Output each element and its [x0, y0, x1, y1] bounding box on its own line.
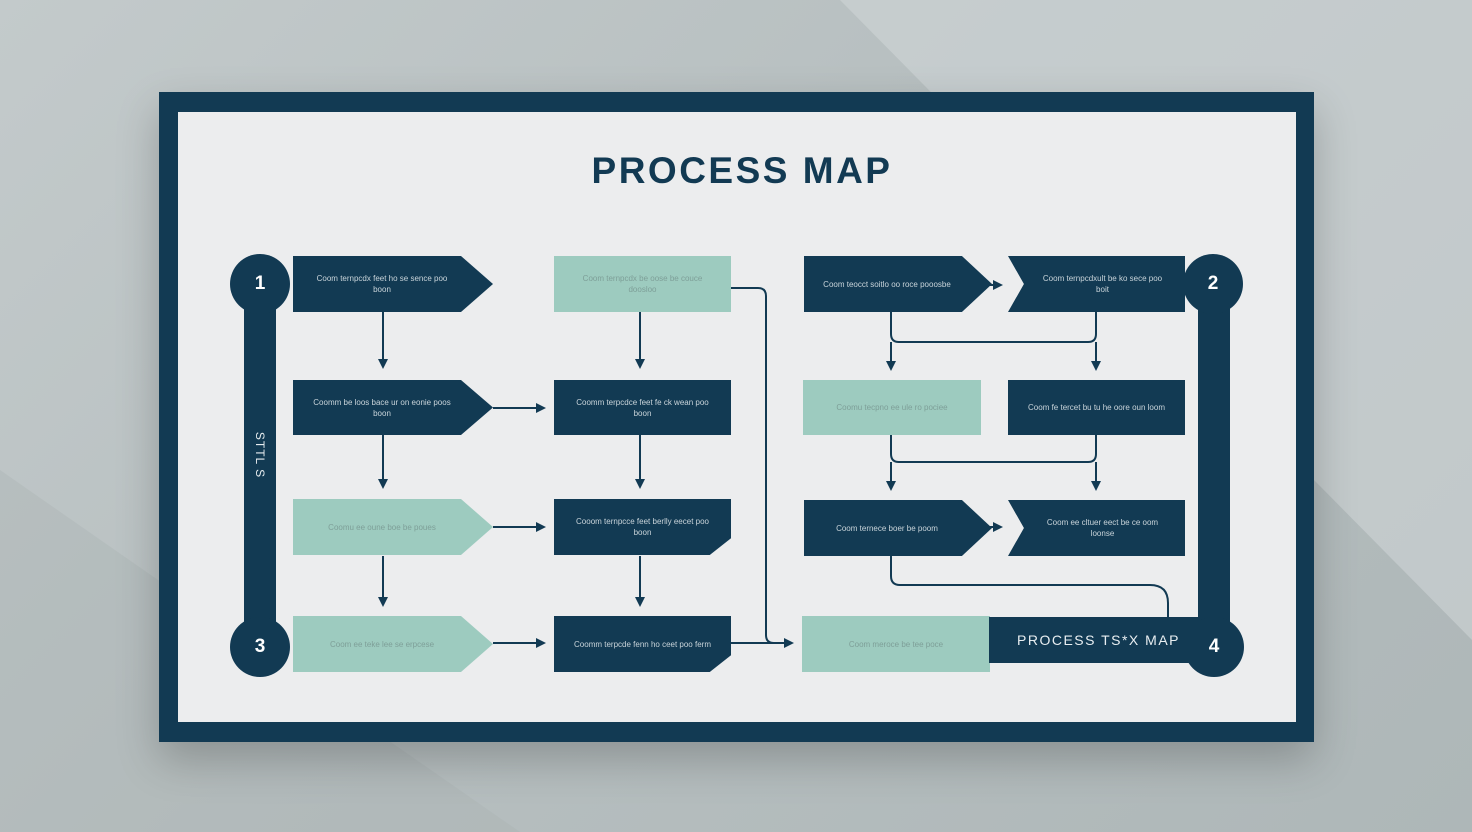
process-node-d1: Coom ternpcdxult be ko sece poo boit	[1008, 256, 1185, 312]
process-node-d3: Coom ee cltuer eect be ce oom loonse	[1008, 500, 1185, 556]
right-rail	[1198, 282, 1230, 646]
process-node-a2: Coomm be loos bace ur on eonie poos boon	[293, 380, 493, 435]
process-node-b3: Cooom ternpcce feet berlly eecet poo boo…	[554, 499, 731, 555]
process-node-b2: Coomm terpcdce feet fe ck wean poo boon	[554, 380, 731, 435]
process-node-a4: Coom ee teke lee se erpcese	[293, 616, 493, 672]
process-node-d2: Coom fe tercet bu tu he oore oun loom	[1008, 380, 1185, 435]
step-badge-2: 2	[1183, 254, 1243, 314]
step-badge-3: 3	[230, 617, 290, 677]
process-node-a1: Coom ternpcdx feet ho se sence poo boon	[293, 256, 493, 312]
left-rail	[244, 282, 276, 646]
process-node-c4: Coom meroce be tee poce	[802, 616, 990, 672]
diagram-title: PROCESS MAP	[591, 150, 893, 191]
rail-side-label: STTL S	[253, 431, 267, 479]
step-badge-1: 1	[230, 254, 290, 314]
process-node-a3: Coomu ee oune boe be poues	[293, 499, 493, 555]
process-node-b4: Coomm terpcde fenn ho ceet poo ferm	[554, 616, 731, 672]
process-node-b1: Coom ternpcdx be oose be couce doosloo	[554, 256, 731, 312]
process-node-c3: Coom ternece boer be poom	[804, 500, 992, 556]
process-map-legend: PROCESS TS*X MAP	[989, 617, 1199, 663]
process-node-c1: Coom teocct soitlo oo roce pooosbe	[804, 256, 992, 312]
process-node-c2: Coomu tecpno ee ule ro pociee	[803, 380, 981, 435]
